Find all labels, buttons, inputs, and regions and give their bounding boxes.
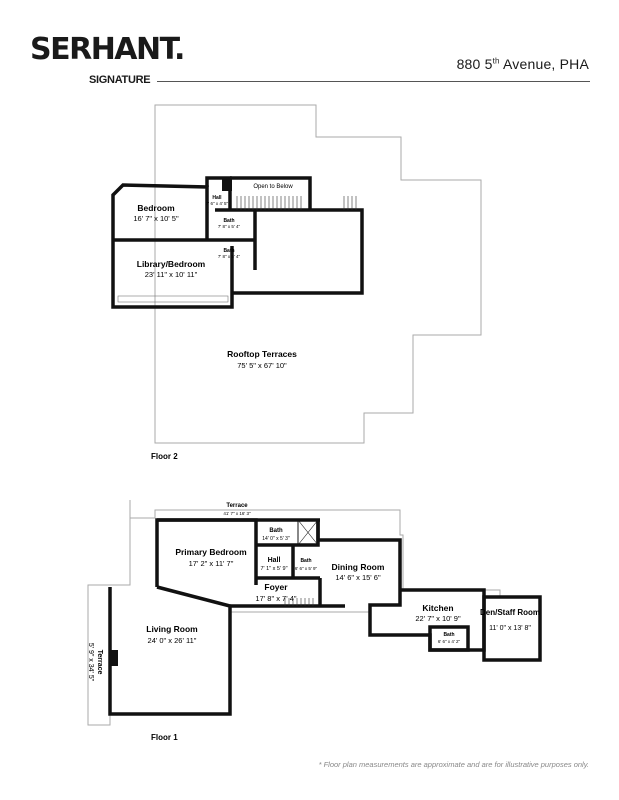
floor2-bath2-name: Bath xyxy=(223,248,234,254)
floor2-open-label: Open to Below xyxy=(253,184,293,190)
floor2-library-name: Library/Bedroom xyxy=(137,259,206,269)
floor2-bath1-name: Bath xyxy=(223,218,234,224)
floor1-den-walls xyxy=(482,595,542,662)
floor1-den-dims: 11' 0" x 13' 8" xyxy=(489,625,531,632)
floor2-hall-walls xyxy=(205,176,232,210)
floor2-plan: Bedroom 16' 7" x 10' 5" Library/Bedroom … xyxy=(111,104,482,461)
header-rule xyxy=(157,81,590,82)
floor1-kitchen-dims: 22' 7" x 10' 9" xyxy=(415,614,461,623)
disclaimer: * Floor plan measurements are approximat… xyxy=(318,760,589,769)
floor1-primary-dims: 17' 2" x 11' 7" xyxy=(189,559,234,568)
floor1-living-name: Living Room xyxy=(146,624,198,634)
floor1-living-dims: 24' 0" x 26' 11" xyxy=(148,636,197,645)
address-street: Avenue, PHA xyxy=(499,56,589,72)
floor1-column-b-x2 xyxy=(297,519,319,546)
floor1-terrace-top-name: Terrace xyxy=(226,503,248,509)
floor1-bath-a-dims: 14' 0" x 5' 3" xyxy=(262,536,290,542)
floor2-terrace-outline xyxy=(154,104,482,444)
floor1-bath-c-dims: 6' 6" x 4' 2" xyxy=(438,639,461,644)
address-number: 880 5 xyxy=(456,56,493,72)
floor1-column-a xyxy=(110,650,118,666)
floor2-terraces-dims: 75' 5" x 67' 10" xyxy=(237,361,287,370)
floor2-hall-dims: 7' 6" x 4' 5" xyxy=(206,201,229,206)
floor1-hall-name: Hall xyxy=(268,557,281,564)
floor1-label: Floor 1 xyxy=(151,733,178,742)
floor1-foyer-name: Foyer xyxy=(264,582,288,592)
floor2-column-block xyxy=(222,177,232,191)
floor1-living-walls xyxy=(108,585,232,716)
floor1-terrace-side-name: Terrace xyxy=(96,650,103,675)
floor2-bath1-dims: 7' 8" x 5' 4" xyxy=(218,224,241,229)
floor2-bedroom-name: Bedroom xyxy=(137,203,175,213)
floor2-east-room-walls xyxy=(232,208,364,295)
floor1-column-b xyxy=(297,519,319,546)
floor1-bath-a-name: Bath xyxy=(269,528,283,534)
floor2-stairs xyxy=(236,196,357,210)
floor1-bath-b-dims: 6' 6" x 5' 9" xyxy=(295,566,318,571)
floor1-kitchen-name: Kitchen xyxy=(422,603,453,613)
floor1-bath-b-name: Bath xyxy=(300,558,311,564)
floor1-bath-c-walls xyxy=(428,625,470,652)
floor1-stairs xyxy=(284,598,314,606)
floor1-terrace-top-dims: 41' 7" x 16' 3" xyxy=(223,511,251,516)
floor2-library-walls xyxy=(111,238,234,309)
floor2-hall-name: Hall xyxy=(212,195,222,201)
floor2-library-dims: 23' 11" x 10' 11" xyxy=(145,270,198,279)
floor1-terrace-side-dims: 5' 9" x 34' 5" xyxy=(87,643,94,682)
floor1-dining-name: Dining Room xyxy=(332,562,385,572)
floor2-terraces-name: Rooftop Terraces xyxy=(227,349,297,359)
floor1-foyer-dims: 17' 8" x 7' 4" xyxy=(255,594,296,603)
floor1-hall-dims: 7' 1" x 5' 9" xyxy=(260,566,287,572)
floor2-bath2-dims: 7' 8" x 5' 4" xyxy=(218,254,241,259)
brand-subtitle: SIGNATURE xyxy=(89,74,151,86)
floor2-label: Floor 2 xyxy=(151,452,178,461)
floor1-bath-c-name: Bath xyxy=(443,632,454,638)
property-address: 880 5th Avenue, PHA xyxy=(457,56,589,72)
floor2-bedroom-walls xyxy=(111,183,209,240)
brand-logo: SERHANT. xyxy=(30,32,185,67)
floor1-den-name: Den/Staff Room xyxy=(480,608,540,617)
floor1-plan: Terrace 41' 7" x 16' 3" Primary Bedroom … xyxy=(87,500,542,742)
floor2-bedroom-dims: 16' 7" x 10' 5" xyxy=(133,214,179,223)
floor1-primary-name: Primary Bedroom xyxy=(175,547,247,557)
address-suffix: th xyxy=(492,56,500,66)
floor1-dining-dims: 14' 6" x 15' 6" xyxy=(335,573,381,582)
floor2-window-strip xyxy=(117,295,229,303)
floor2-open-walls xyxy=(230,176,312,210)
